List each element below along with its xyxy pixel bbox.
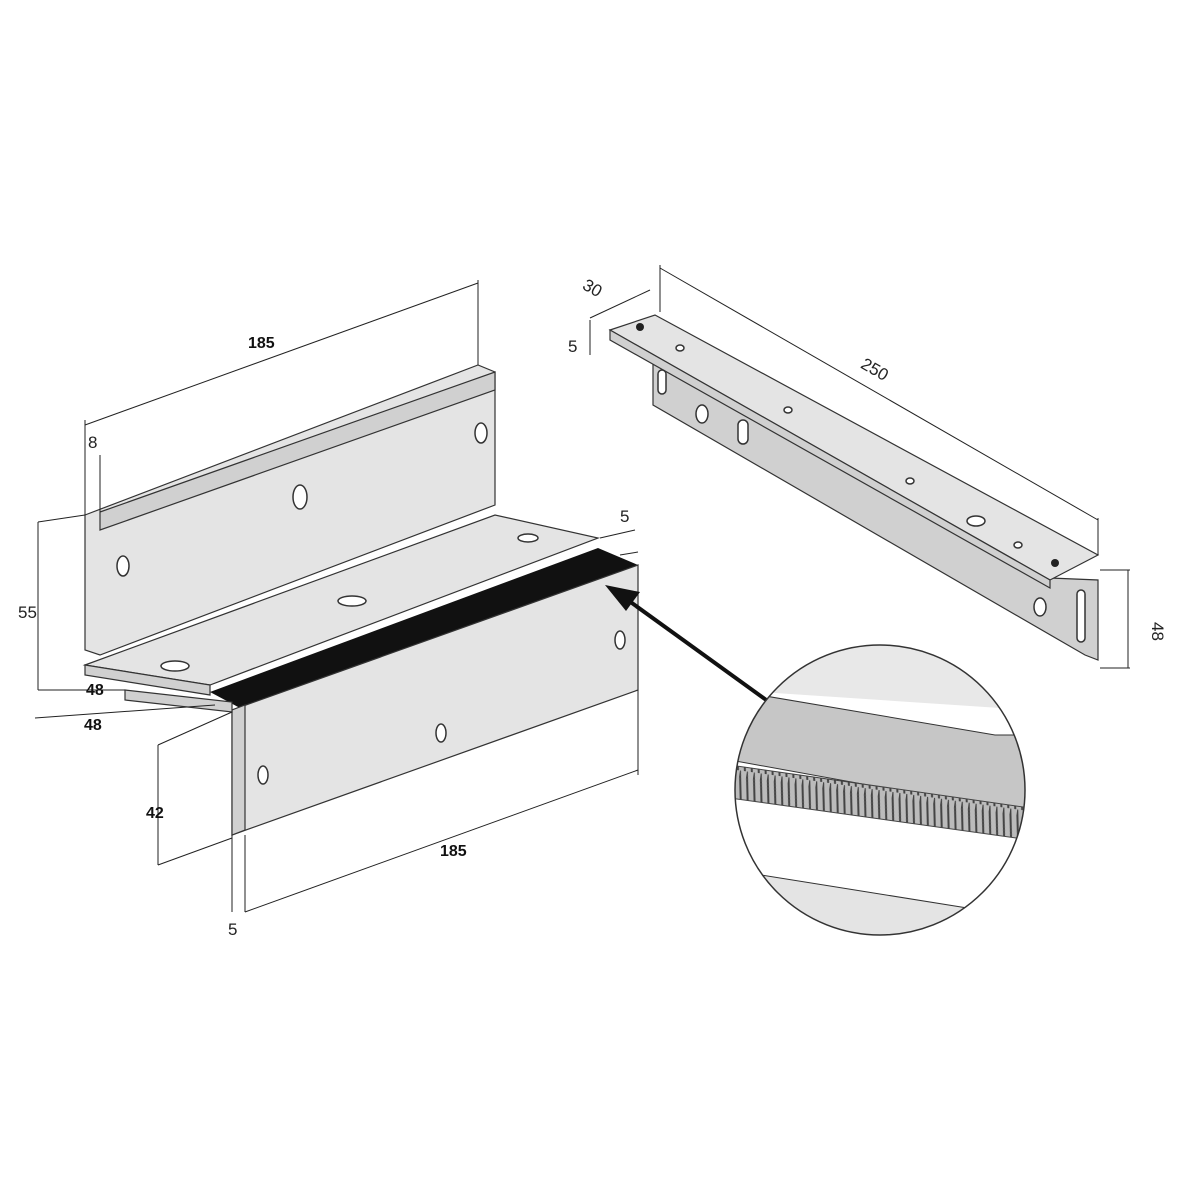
dim-l-width: 30: [579, 275, 605, 301]
dim-depth-upper: 48: [86, 682, 104, 699]
detail-magnifier: [735, 645, 1025, 935]
hole: [1033, 597, 1047, 617]
hole: [783, 406, 793, 414]
hole: [695, 404, 709, 424]
hole: [966, 515, 986, 527]
mount-hole: [614, 630, 626, 650]
dim-height-upper: 55: [18, 603, 37, 622]
slot: [1076, 589, 1086, 643]
upper-plate-edge: [84, 664, 211, 696]
mount-hole: [116, 555, 130, 577]
hole: [905, 477, 915, 485]
dim-top-length: 185: [248, 335, 275, 352]
mount-hole: [337, 595, 367, 607]
dim-l-length: 250: [858, 354, 892, 385]
lower-plate-edge: [231, 704, 246, 836]
dim-l-thickness: 5: [568, 337, 577, 356]
screw: [636, 323, 644, 331]
l-dimension-lines: [589, 265, 1130, 669]
l-top-edge: [609, 328, 1051, 590]
mount-hole: [292, 484, 308, 510]
rubber-strip: [210, 548, 638, 708]
dim-lip-height: 8: [88, 433, 97, 452]
dim-thickness-right: 5: [620, 507, 629, 526]
l-top-plate: [608, 314, 1100, 581]
z-bracket: [82, 364, 639, 836]
slot: [737, 419, 749, 445]
dim-thickness-bottom: 5: [228, 920, 237, 939]
screw: [1051, 559, 1059, 567]
magnifier-ring: [734, 644, 1026, 936]
z-dimension-lines: [34, 280, 639, 913]
mount-hole: [257, 765, 269, 785]
slot: [657, 369, 667, 395]
hole: [675, 344, 685, 352]
dim-height-lower: 42: [146, 805, 164, 822]
dim-bottom-length: 185: [440, 843, 467, 860]
mount-hole: [435, 723, 447, 743]
dim-depth-lower: 48: [84, 717, 102, 734]
mount-hole: [474, 422, 488, 444]
mount-hole: [517, 533, 539, 543]
dim-l-height: 48: [1148, 622, 1167, 641]
mount-hole: [160, 660, 190, 672]
upper-lip: [99, 371, 496, 531]
hole: [1013, 541, 1023, 549]
l-bracket: [608, 314, 1100, 661]
